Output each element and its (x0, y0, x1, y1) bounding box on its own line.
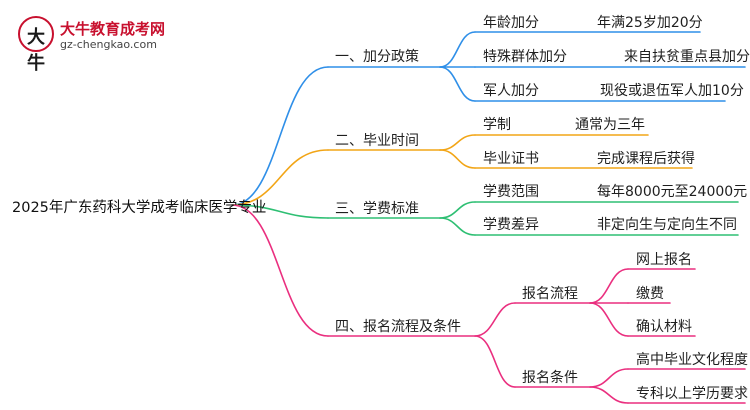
connector-req-college (589, 386, 629, 404)
registration-process-label: 报名流程 (522, 286, 578, 302)
logo-site-url: gz-chengkao.com (60, 38, 157, 51)
connector-root-branch3 (231, 204, 329, 219)
logo-glyph: 大牛 (27, 27, 45, 74)
root-topic: 2025年广东药科大学成考临床医学专业 (12, 200, 267, 216)
connector-root-branch1 (231, 66, 329, 206)
process-step-payment: 缴费 (636, 286, 664, 302)
connector-branch4-process (474, 302, 516, 337)
site-logo[interactable]: 大牛 大牛教育成考网 gz-chengkao.com (18, 16, 168, 74)
tuition-diff-label: 学费差异 (483, 217, 539, 233)
tuition-range-detail: 每年8000元至24000元 (597, 184, 748, 200)
connector-branch3-range (439, 201, 476, 219)
bonus-special-detail: 来自扶贫重点县加分 (624, 49, 750, 65)
branch-bonus-policy: 一、加分政策 (335, 49, 419, 65)
connector-process-online (589, 268, 629, 304)
study-length-label: 学制 (483, 117, 511, 133)
requirement-highschool: 高中毕业文化程度 (636, 352, 748, 368)
branch-tuition-standard: 三、学费标准 (335, 201, 419, 217)
study-length-detail: 通常为三年 (575, 117, 645, 133)
branch-graduation-time: 二、毕业时间 (335, 133, 419, 149)
tuition-diff-detail: 非定向生与定向生不同 (597, 217, 737, 233)
tuition-range-label: 学费范围 (483, 184, 539, 200)
bonus-special-label: 特殊群体加分 (483, 49, 567, 65)
process-step-online: 网上报名 (636, 252, 692, 268)
diploma-label: 毕业证书 (483, 151, 539, 167)
connector-process-confirm (589, 302, 629, 337)
bonus-age-label: 年龄加分 (483, 15, 539, 31)
registration-requirement-label: 报名条件 (522, 370, 578, 386)
diploma-detail: 完成课程后获得 (597, 151, 695, 167)
connector-branch3-diff (439, 217, 476, 236)
connector-branch2-diploma (439, 149, 476, 169)
connector-branch1-military (439, 66, 476, 102)
process-step-confirm: 确认材料 (636, 319, 692, 335)
connector-root-branch2 (231, 149, 329, 206)
bonus-military-label: 军人加分 (483, 83, 539, 99)
bonus-military-detail: 现役或退伍军人加10分 (600, 83, 744, 99)
requirement-college: 专科以上学历要求 (636, 386, 748, 402)
logo-site-name: 大牛教育成考网 (60, 20, 166, 38)
logo-emblem: 大牛 (18, 16, 54, 74)
branch-registration: 四、报名流程及条件 (335, 319, 461, 335)
connector-branch1-age (439, 31, 476, 68)
connector-root-branch4 (231, 204, 329, 337)
connector-branch2-length (439, 134, 476, 151)
connector-req-highschool (589, 368, 629, 388)
bonus-age-detail: 年满25岁加20分 (597, 15, 703, 31)
connector-branch4-requirement (474, 335, 516, 388)
